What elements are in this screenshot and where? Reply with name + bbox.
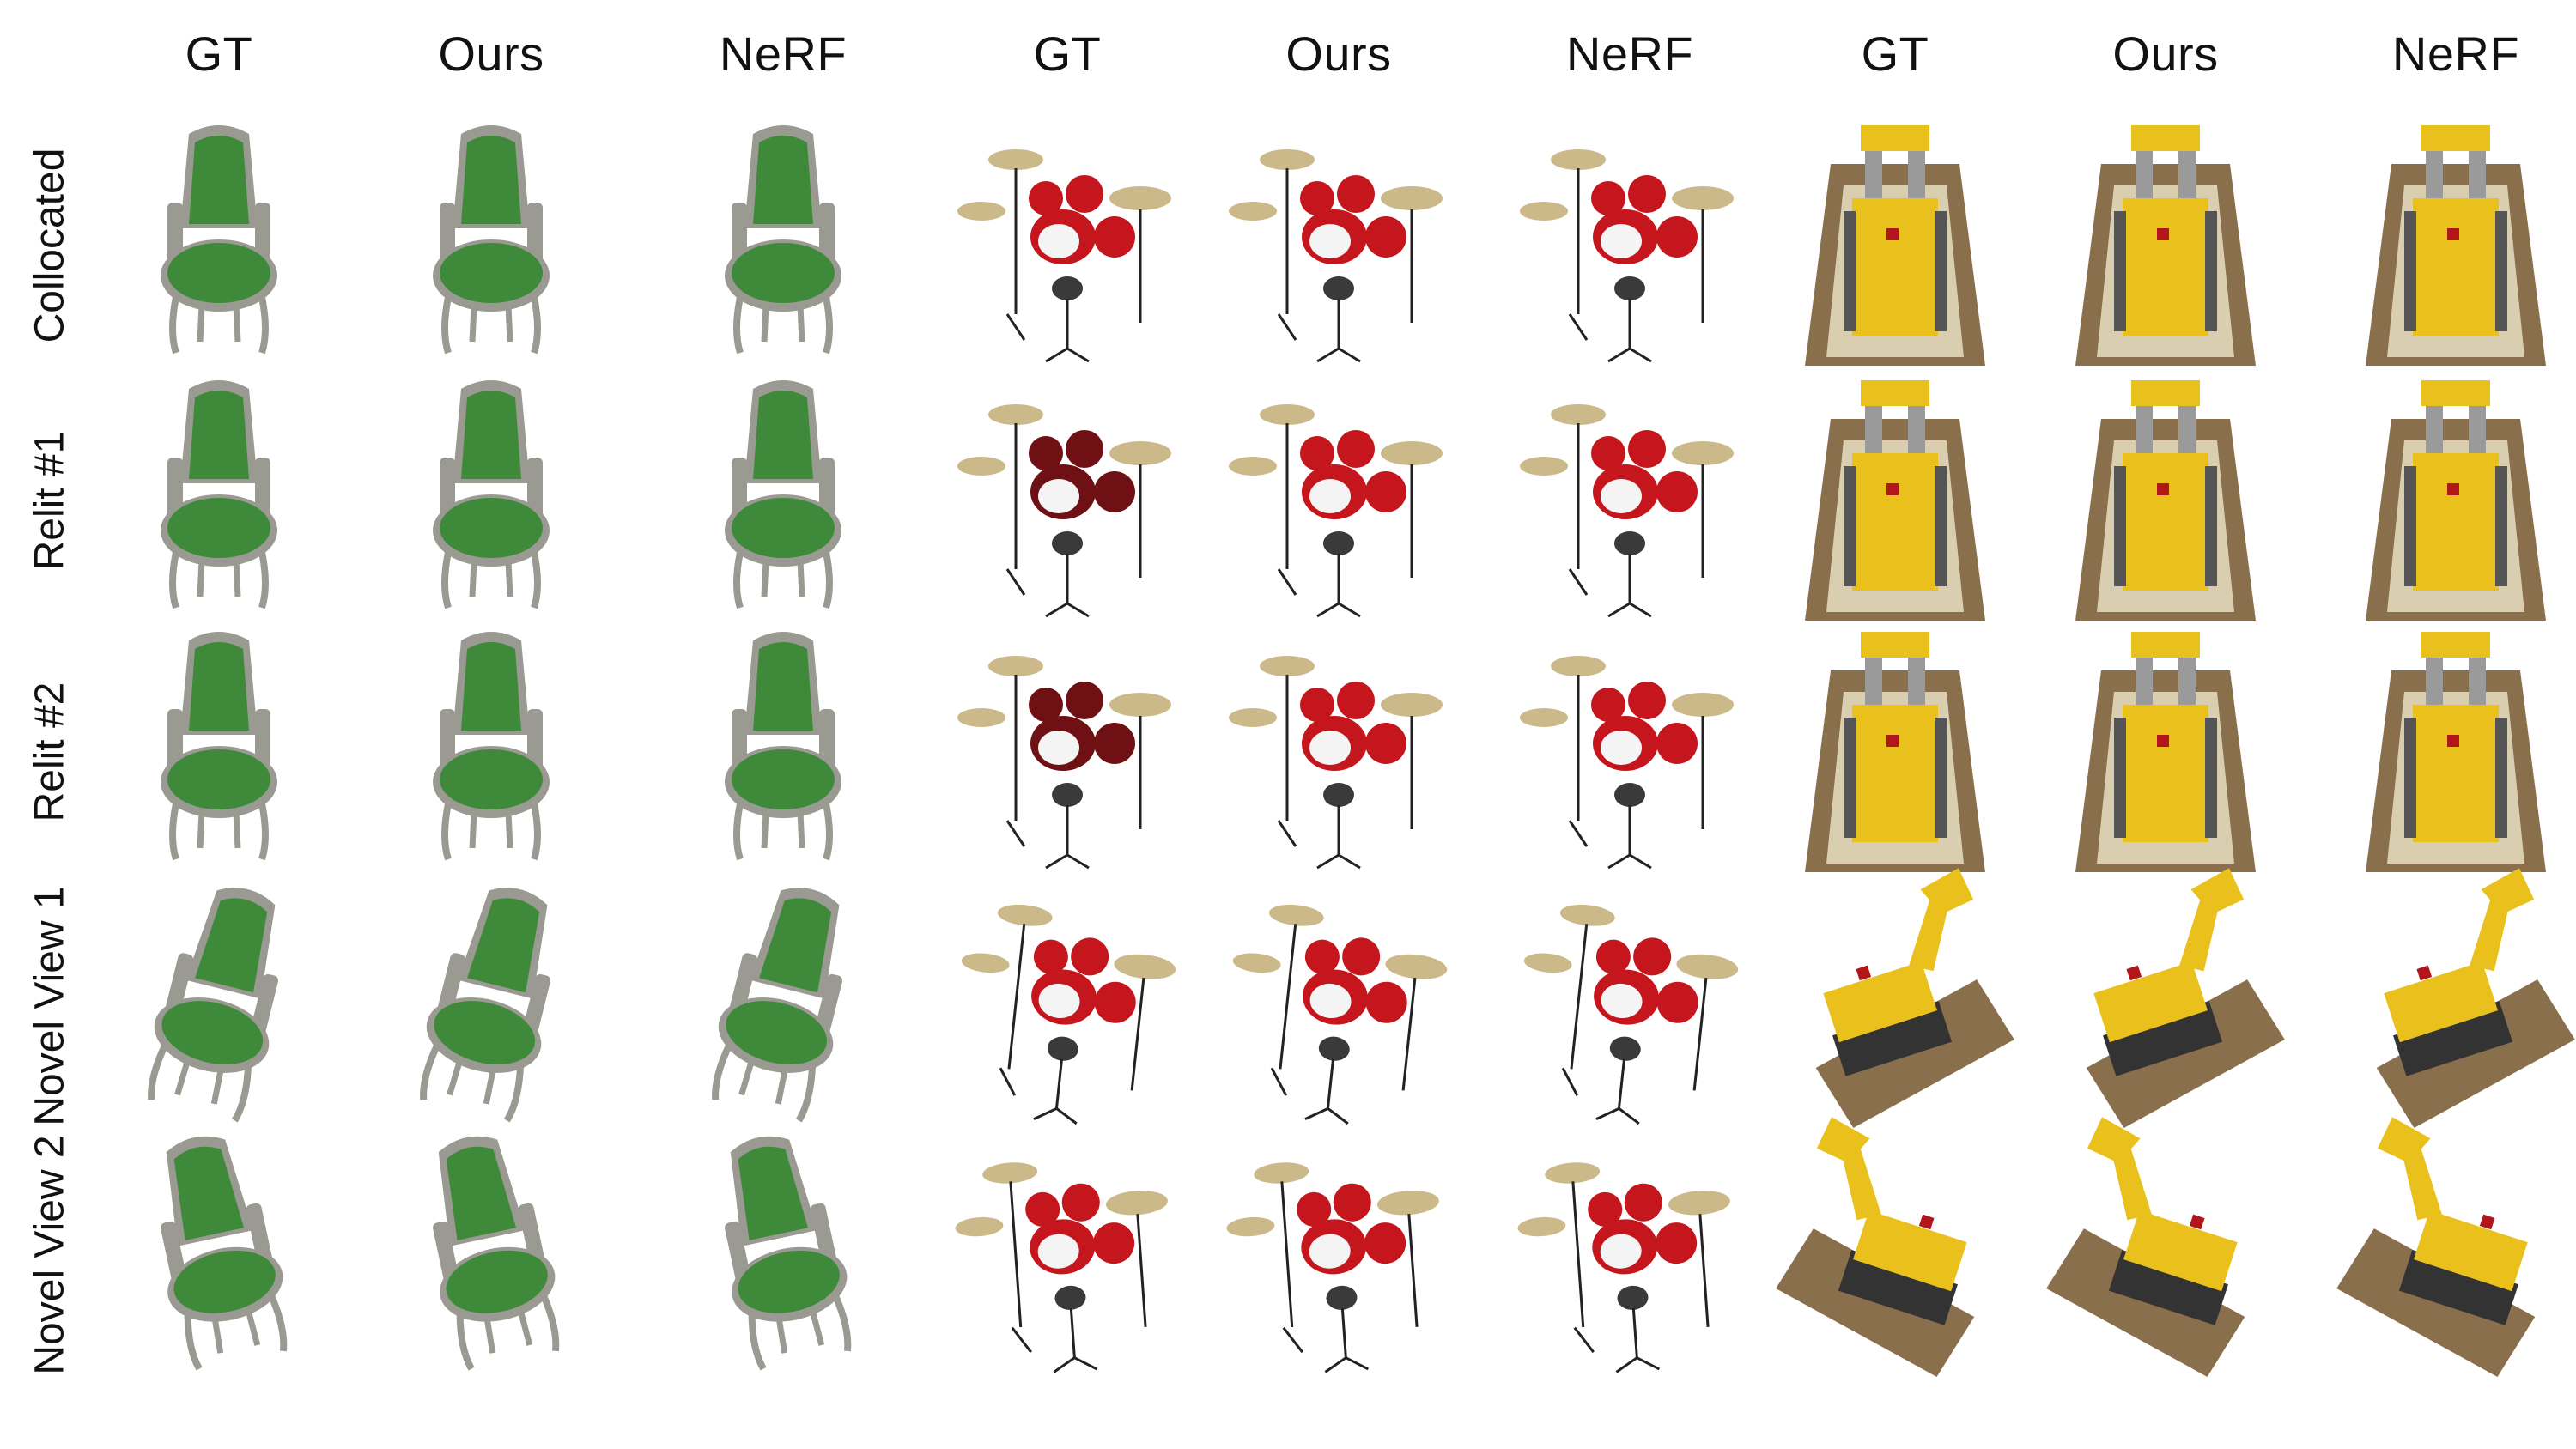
drums-ours-image-row3 xyxy=(1227,623,1450,881)
row-label-4: Novel View 1 xyxy=(27,886,73,1126)
column-header-7: GT xyxy=(1861,27,1929,81)
drums-gt-image-row3 xyxy=(956,623,1179,881)
drums-nerf-image-row4 xyxy=(1518,877,1741,1135)
drums-gt-image-row2 xyxy=(956,372,1179,629)
chair-gt-image-row1 xyxy=(107,117,331,374)
drums-ours-image-row2 xyxy=(1227,372,1450,629)
column-header-6: NeRF xyxy=(1565,27,1694,81)
drums-ours-image-row4 xyxy=(1227,877,1450,1135)
lego-nerf-image-row4 xyxy=(2344,868,2575,1135)
chair-nerf-image-row1 xyxy=(671,117,895,374)
chair-gt-image-row4 xyxy=(107,877,331,1135)
row-label-1: Collocated xyxy=(27,148,73,343)
drums-nerf-image-row1 xyxy=(1518,117,1741,374)
chair-ours-image-row5 xyxy=(380,1126,603,1384)
lego-gt-image-row3 xyxy=(1783,623,2007,881)
column-header-2: Ours xyxy=(438,27,544,81)
chair-nerf-image-row4 xyxy=(671,877,895,1135)
lego-ours-image-row2 xyxy=(2054,372,2277,629)
drums-ours-image-row5 xyxy=(1226,1126,1450,1384)
column-header-1: GT xyxy=(185,27,253,81)
drums-gt-image-row4 xyxy=(956,877,1179,1135)
drums-nerf-image-row2 xyxy=(1518,372,1741,629)
column-header-9: NeRF xyxy=(2391,27,2520,81)
row-label-3: Relit #2 xyxy=(27,682,73,822)
chair-gt-image-row5 xyxy=(107,1126,331,1384)
column-header-3: NeRF xyxy=(719,27,848,81)
lego-ours-image-row3 xyxy=(2054,623,2277,881)
chair-ours-image-row3 xyxy=(380,623,603,881)
drums-gt-image-row1 xyxy=(956,117,1179,374)
drums-nerf-image-row3 xyxy=(1518,623,1741,881)
chair-gt-image-row2 xyxy=(107,372,331,629)
column-header-8: Ours xyxy=(2112,27,2219,81)
chair-nerf-image-row2 xyxy=(671,372,895,629)
chair-ours-image-row2 xyxy=(380,372,603,629)
drums-gt-image-row5 xyxy=(955,1126,1179,1384)
chair-ours-image-row4 xyxy=(380,877,603,1135)
lego-gt-image-row5 xyxy=(1776,1117,2007,1384)
chair-gt-image-row3 xyxy=(107,623,331,881)
drums-ours-image-row1 xyxy=(1227,117,1450,374)
lego-nerf-image-row5 xyxy=(2336,1117,2567,1384)
column-header-5: Ours xyxy=(1285,27,1392,81)
lego-nerf-image-row3 xyxy=(2344,623,2567,881)
lego-nerf-image-row1 xyxy=(2344,117,2567,374)
lego-nerf-image-row2 xyxy=(2344,372,2567,629)
drums-nerf-image-row5 xyxy=(1517,1126,1741,1384)
chair-nerf-image-row5 xyxy=(671,1126,895,1384)
column-header-4: GT xyxy=(1033,27,1102,81)
row-label-2: Relit #1 xyxy=(27,430,73,571)
lego-gt-image-row2 xyxy=(1783,372,2007,629)
chair-ours-image-row1 xyxy=(380,117,603,374)
lego-gt-image-row1 xyxy=(1783,117,2007,374)
row-label-5: Novel View 2 xyxy=(27,1135,73,1375)
lego-ours-image-row1 xyxy=(2054,117,2277,374)
lego-gt-image-row4 xyxy=(1783,868,2014,1135)
chair-nerf-image-row3 xyxy=(671,623,895,881)
lego-ours-image-row5 xyxy=(2046,1117,2277,1384)
lego-ours-image-row4 xyxy=(2054,868,2285,1135)
